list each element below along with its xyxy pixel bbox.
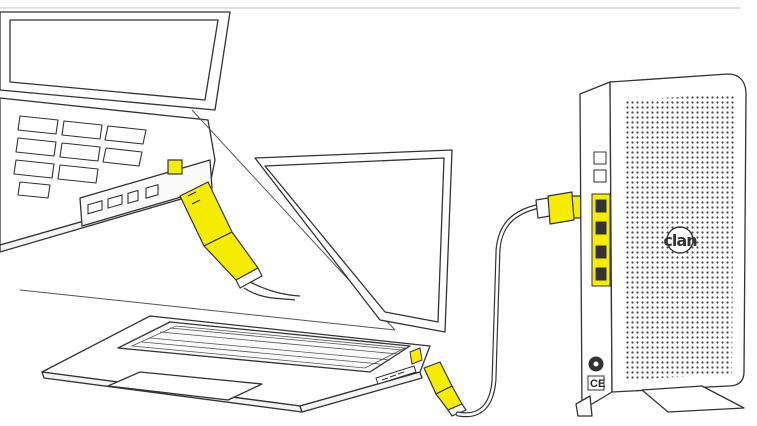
brand-logo-text: clan bbox=[663, 231, 697, 250]
router-foot-front bbox=[642, 386, 744, 412]
router-foot-back bbox=[576, 396, 592, 416]
closeup-ethernet-port bbox=[168, 160, 182, 174]
brand-logo: clan bbox=[663, 227, 697, 253]
closeup-plug bbox=[180, 182, 300, 300]
laptop-plug bbox=[424, 362, 466, 416]
ce-mark-text: CE bbox=[590, 378, 605, 390]
laptop-lid bbox=[255, 150, 452, 332]
closeup-lid bbox=[0, 12, 230, 110]
ce-mark: CE bbox=[588, 376, 605, 390]
